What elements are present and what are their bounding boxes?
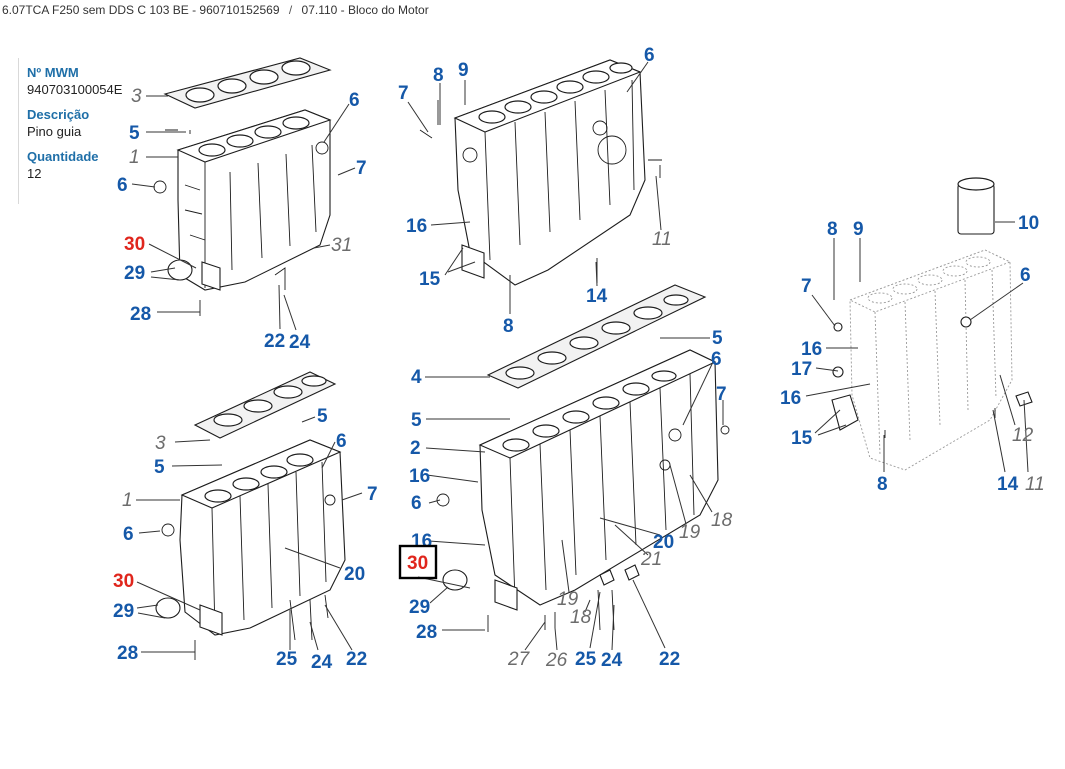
callout[interactable]: 29: [409, 597, 430, 618]
callout[interactable]: 7: [716, 384, 727, 405]
block-4cyl-upper: [153, 57, 332, 316]
callout[interactable]: 25: [276, 649, 298, 670]
part-number-value: 940703100054E: [27, 82, 123, 97]
callout[interactable]: 6: [123, 524, 134, 545]
breadcrumb-model[interactable]: 6.07TCA F250 sem DDS C 103 BE - 96071015…: [2, 3, 280, 17]
callout[interactable]: 19: [679, 522, 701, 543]
callout[interactable]: 5: [712, 328, 723, 349]
block-6cyl-right: [831, 177, 1033, 471]
callout[interactable]: 9: [853, 219, 864, 240]
callout[interactable]: 5: [317, 406, 328, 427]
leader-lines: [131, 61, 1029, 653]
callout[interactable]: 19: [557, 589, 579, 610]
callout[interactable]: 9: [458, 60, 469, 81]
callout[interactable]: 6: [336, 431, 347, 452]
callout[interactable]: 18: [570, 607, 592, 628]
callout[interactable]: 1: [122, 490, 133, 511]
callout[interactable]: 12: [1012, 425, 1034, 446]
part-number-label: Nº MWM: [27, 65, 79, 80]
callout[interactable]: 6: [349, 90, 360, 111]
callout[interactable]: 6: [411, 493, 422, 514]
callout[interactable]: 6: [117, 175, 128, 196]
callout[interactable]: 22: [346, 649, 367, 670]
callout[interactable]: 28: [130, 304, 151, 325]
callouts-right: 8 9 10 6 7 16 17 16 15 12 8 14 11: [780, 213, 1045, 495]
callout[interactable]: 25: [575, 649, 597, 670]
callout[interactable]: 20: [344, 564, 365, 585]
breadcrumb-section[interactable]: 07.110 - Bloco do Motor: [301, 3, 429, 17]
callout[interactable]: 14: [586, 286, 608, 307]
callout[interactable]: 2: [410, 438, 421, 459]
block-6cyl-upper: [419, 59, 662, 305]
callout[interactable]: 26: [545, 650, 568, 671]
callout[interactable]: 17: [791, 359, 812, 380]
callout[interactable]: 3: [155, 433, 166, 454]
callout[interactable]: 28: [416, 622, 437, 643]
quantity-label: Quantidade: [27, 149, 99, 164]
callout[interactable]: 29: [124, 263, 145, 284]
callout[interactable]: 7: [801, 276, 812, 297]
callout[interactable]: 8: [877, 474, 888, 495]
callout[interactable]: 16: [801, 339, 822, 360]
callouts-topleft: 3 5 1 6 6 7 30 29 31 28 22 24: [117, 86, 367, 353]
callout[interactable]: 24: [601, 650, 623, 671]
callout[interactable]: 11: [1025, 474, 1045, 495]
selected-callout-box: [398, 544, 438, 580]
callout[interactable]: 7: [356, 158, 367, 179]
callout[interactable]: 10: [1018, 213, 1039, 234]
callout[interactable]: 22: [659, 649, 680, 670]
callout[interactable]: 11: [652, 229, 672, 250]
callout[interactable]: 8: [503, 316, 514, 337]
callout[interactable]: 24: [289, 332, 311, 353]
block-6cyl-lower: [436, 284, 730, 632]
callout[interactable]: 7: [398, 83, 409, 104]
callout[interactable]: 15: [419, 269, 441, 290]
callout[interactable]: 4: [411, 367, 422, 388]
callout[interactable]: 20: [653, 532, 674, 553]
callouts-topcenter: 7 8 9 6 16 11 15 14 8: [398, 45, 672, 337]
callout[interactable]: 3: [131, 86, 142, 107]
callout[interactable]: 14: [997, 474, 1019, 495]
callout[interactable]: 16: [409, 466, 430, 487]
callout[interactable]: 5: [411, 410, 422, 431]
callout[interactable]: 27: [507, 649, 531, 670]
callout[interactable]: 28: [117, 643, 138, 664]
callout[interactable]: 15: [791, 428, 813, 449]
quantity-value: 12: [27, 166, 42, 181]
callout[interactable]: 18: [711, 510, 733, 531]
block-4cyl-lower: [155, 371, 346, 660]
callout[interactable]: 6: [711, 349, 722, 370]
callout[interactable]: 21: [640, 549, 662, 570]
callout[interactable]: 16: [411, 531, 432, 552]
callout[interactable]: 5: [154, 457, 165, 478]
callout[interactable]: 6: [644, 45, 655, 66]
callout-selected[interactable]: 30: [407, 553, 428, 574]
callout[interactable]: 5: [129, 123, 140, 144]
breadcrumb: 6.07TCA F250 sem DDS C 103 BE - 96071015…: [2, 3, 429, 17]
callout[interactable]: 8: [827, 219, 838, 240]
callout[interactable]: 16: [406, 216, 427, 237]
callout[interactable]: 29: [113, 601, 134, 622]
callout[interactable]: 16: [780, 388, 801, 409]
description-value: Pino guia: [27, 124, 82, 139]
callout[interactable]: 1: [129, 147, 140, 168]
callout[interactable]: 6: [1020, 265, 1031, 286]
callout[interactable]: 7: [367, 484, 378, 505]
breadcrumb-separator: /: [288, 3, 293, 17]
callout[interactable]: 31: [331, 235, 352, 256]
callouts-bottomleft: 5 3 5 6 1 7 6 30 20 29 28 25 24 22: [113, 406, 378, 673]
part-info-panel: Nº MWM 940703100054E Descrição Pino guia…: [18, 58, 137, 204]
callout[interactable]: 8: [433, 65, 444, 86]
description-label: Descrição: [27, 107, 90, 122]
callout[interactable]: 24: [311, 652, 333, 673]
callout[interactable]: 22: [264, 331, 285, 352]
callout-selected[interactable]: 30: [113, 571, 134, 592]
callout-selected[interactable]: 30: [124, 234, 145, 255]
